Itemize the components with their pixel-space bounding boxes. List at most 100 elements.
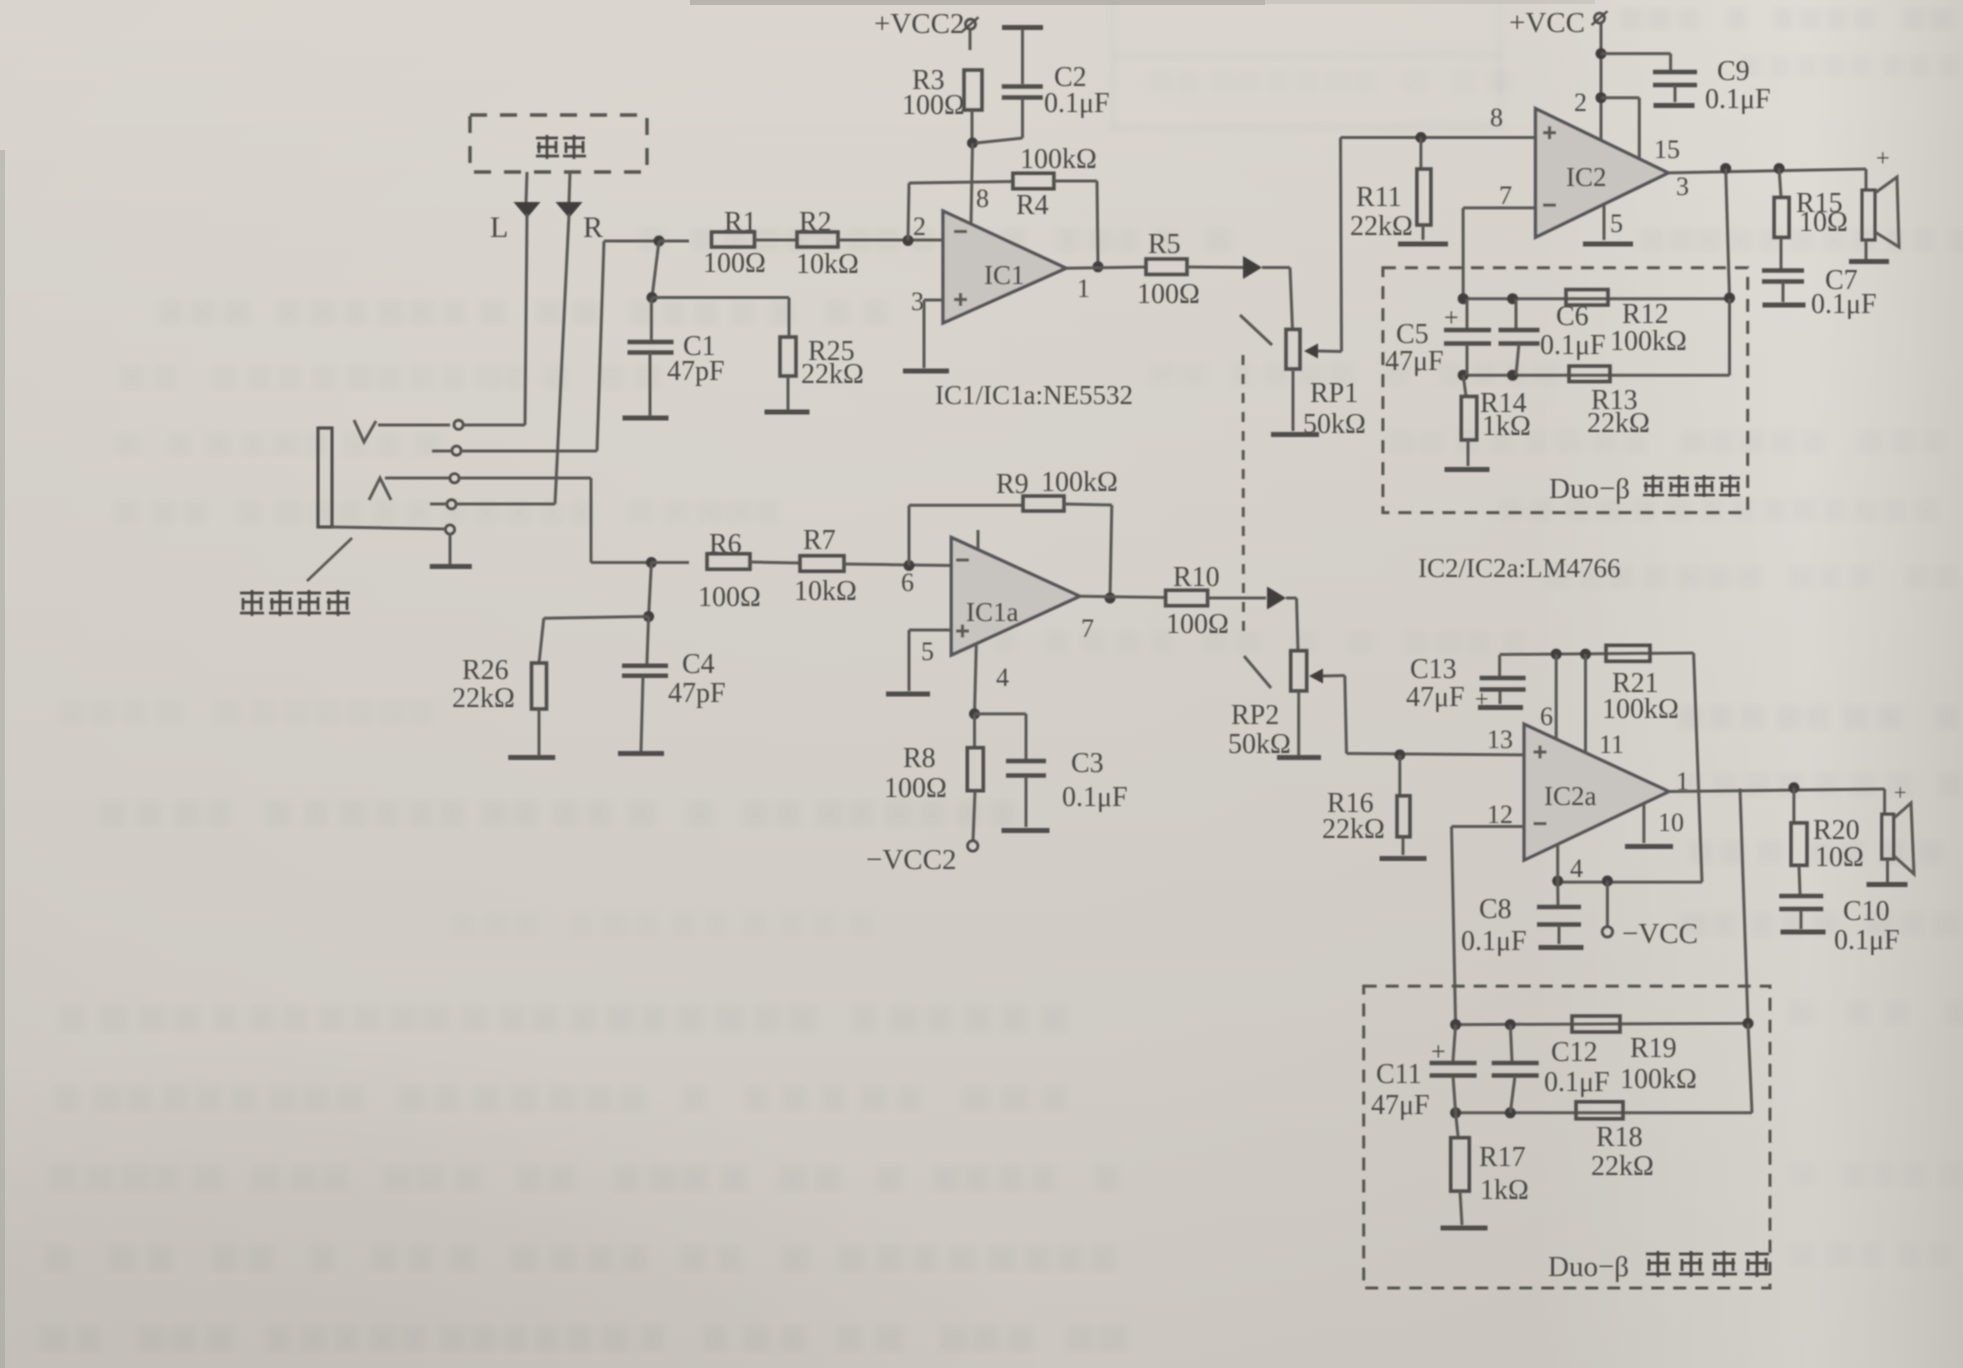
svg-text:L: L [490,211,508,244]
svg-text:0.1μF: 0.1μF [1834,925,1900,956]
svg-text:R15: R15 [1796,188,1843,219]
svg-text:R4: R4 [1016,190,1049,221]
svg-text:0.1μF: 0.1μF [1705,84,1771,115]
svg-text:5: 5 [1610,209,1623,238]
svg-text:IC2a: IC2a [1544,781,1597,811]
svg-text:0.1μF: 0.1μF [1811,289,1877,320]
svg-text:22kΩ: 22kΩ [801,359,864,390]
svg-text:8: 8 [1490,103,1503,132]
svg-text:−VCC: −VCC [1622,918,1698,950]
svg-text:0.1μF: 0.1μF [1044,88,1110,119]
svg-text:100Ω: 100Ω [1137,279,1200,310]
svg-text:100kΩ: 100kΩ [1620,1064,1697,1095]
svg-text:2: 2 [1574,88,1587,117]
svg-text:7: 7 [1499,181,1512,210]
svg-text:+VCC: +VCC [1509,7,1585,39]
svg-text:15: 15 [1654,135,1680,164]
svg-text:7: 7 [1081,614,1094,643]
svg-text:100Ω: 100Ω [698,582,761,613]
svg-text:C2: C2 [1054,62,1087,93]
svg-text:100kΩ: 100kΩ [1041,467,1118,498]
svg-text:50kΩ: 50kΩ [1303,409,1366,440]
svg-text:R20: R20 [1813,815,1860,846]
svg-text:1kΩ: 1kΩ [1480,1175,1529,1206]
svg-text:+VCC2: +VCC2 [874,8,964,40]
svg-text:R2: R2 [799,207,832,238]
svg-text:10kΩ: 10kΩ [794,576,857,607]
svg-text:R6: R6 [709,529,742,560]
svg-text:6: 6 [901,568,914,597]
svg-text:100kΩ: 100kΩ [1610,326,1687,357]
svg-text:22kΩ: 22kΩ [1350,211,1413,242]
svg-text:0.1μF: 0.1μF [1544,1067,1610,1098]
svg-text:1kΩ: 1kΩ [1482,411,1531,442]
svg-text:Duo−β: Duo−β [1549,473,1630,505]
svg-text:C7: C7 [1825,265,1858,296]
svg-text:C1: C1 [683,331,716,362]
svg-text:R9: R9 [996,469,1029,500]
svg-text:C10: C10 [1843,896,1890,927]
svg-text:+: + [1431,1037,1446,1066]
svg-text:10Ω: 10Ω [1815,842,1864,873]
svg-text:RP1: RP1 [1310,378,1358,409]
svg-text:100Ω: 100Ω [902,90,965,121]
svg-text:47μF: 47μF [1385,346,1444,377]
svg-text:IC2/IC2a:LM4766: IC2/IC2a:LM4766 [1418,553,1621,583]
svg-text:C8: C8 [1479,894,1512,925]
svg-text:0.1μF: 0.1μF [1461,926,1527,957]
svg-text:0.1μF: 0.1μF [1540,330,1606,361]
svg-text:100Ω: 100Ω [703,248,766,279]
svg-text:1: 1 [1676,767,1689,796]
svg-text:6: 6 [1540,702,1553,731]
svg-text:47pF: 47pF [668,678,726,709]
svg-text:IC1: IC1 [984,260,1025,290]
svg-text:3: 3 [911,287,924,316]
svg-text:R18: R18 [1596,1122,1643,1153]
svg-text:1: 1 [1077,274,1090,303]
svg-text:R26: R26 [462,655,509,686]
svg-text:4: 4 [1570,854,1583,883]
svg-text:R17: R17 [1479,1142,1526,1173]
svg-text:100kΩ: 100kΩ [1020,144,1097,175]
svg-text:5: 5 [921,637,934,666]
svg-text:C6: C6 [1556,301,1589,332]
svg-text:50kΩ: 50kΩ [1228,729,1291,760]
svg-text:22kΩ: 22kΩ [452,683,515,714]
svg-text:0.1μF: 0.1μF [1062,782,1128,813]
svg-text:C13: C13 [1410,654,1457,685]
svg-text:R12: R12 [1622,299,1669,330]
svg-text:R14: R14 [1480,388,1527,419]
svg-text:R25: R25 [808,336,855,367]
svg-text:47pF: 47pF [667,356,725,387]
svg-text:11: 11 [1599,730,1624,759]
svg-text:IC1/IC1a:NE5532: IC1/IC1a:NE5532 [935,380,1133,410]
svg-text:22kΩ: 22kΩ [1587,408,1650,439]
svg-text:R19: R19 [1630,1033,1677,1064]
svg-text:100kΩ: 100kΩ [1602,694,1679,725]
svg-text:22kΩ: 22kΩ [1591,1151,1654,1182]
svg-text:R5: R5 [1148,229,1181,260]
svg-text:12: 12 [1487,800,1513,829]
svg-text:R13: R13 [1591,385,1638,416]
svg-text:C12: C12 [1551,1037,1598,1068]
svg-text:R21: R21 [1612,668,1659,699]
svg-text:+: + [1876,146,1890,172]
svg-text:R8: R8 [903,743,936,774]
svg-text:8: 8 [976,184,989,213]
svg-text:22kΩ: 22kΩ [1322,814,1385,845]
svg-text:R3: R3 [912,65,945,96]
svg-text:10kΩ: 10kΩ [796,249,859,280]
svg-text:R7: R7 [803,525,836,556]
svg-text:C5: C5 [1396,319,1429,350]
svg-text:2: 2 [913,212,926,241]
svg-text:+: + [1444,303,1459,332]
svg-text:47μF: 47μF [1371,1090,1430,1121]
svg-text:3: 3 [1676,172,1689,201]
svg-text:C4: C4 [682,649,715,680]
svg-text:R10: R10 [1173,562,1220,593]
svg-text:100Ω: 100Ω [884,773,947,804]
svg-text:Duo−β: Duo−β [1548,1251,1629,1283]
svg-text:4: 4 [996,663,1009,692]
svg-text:C9: C9 [1717,56,1750,87]
svg-text:R11: R11 [1356,182,1402,213]
